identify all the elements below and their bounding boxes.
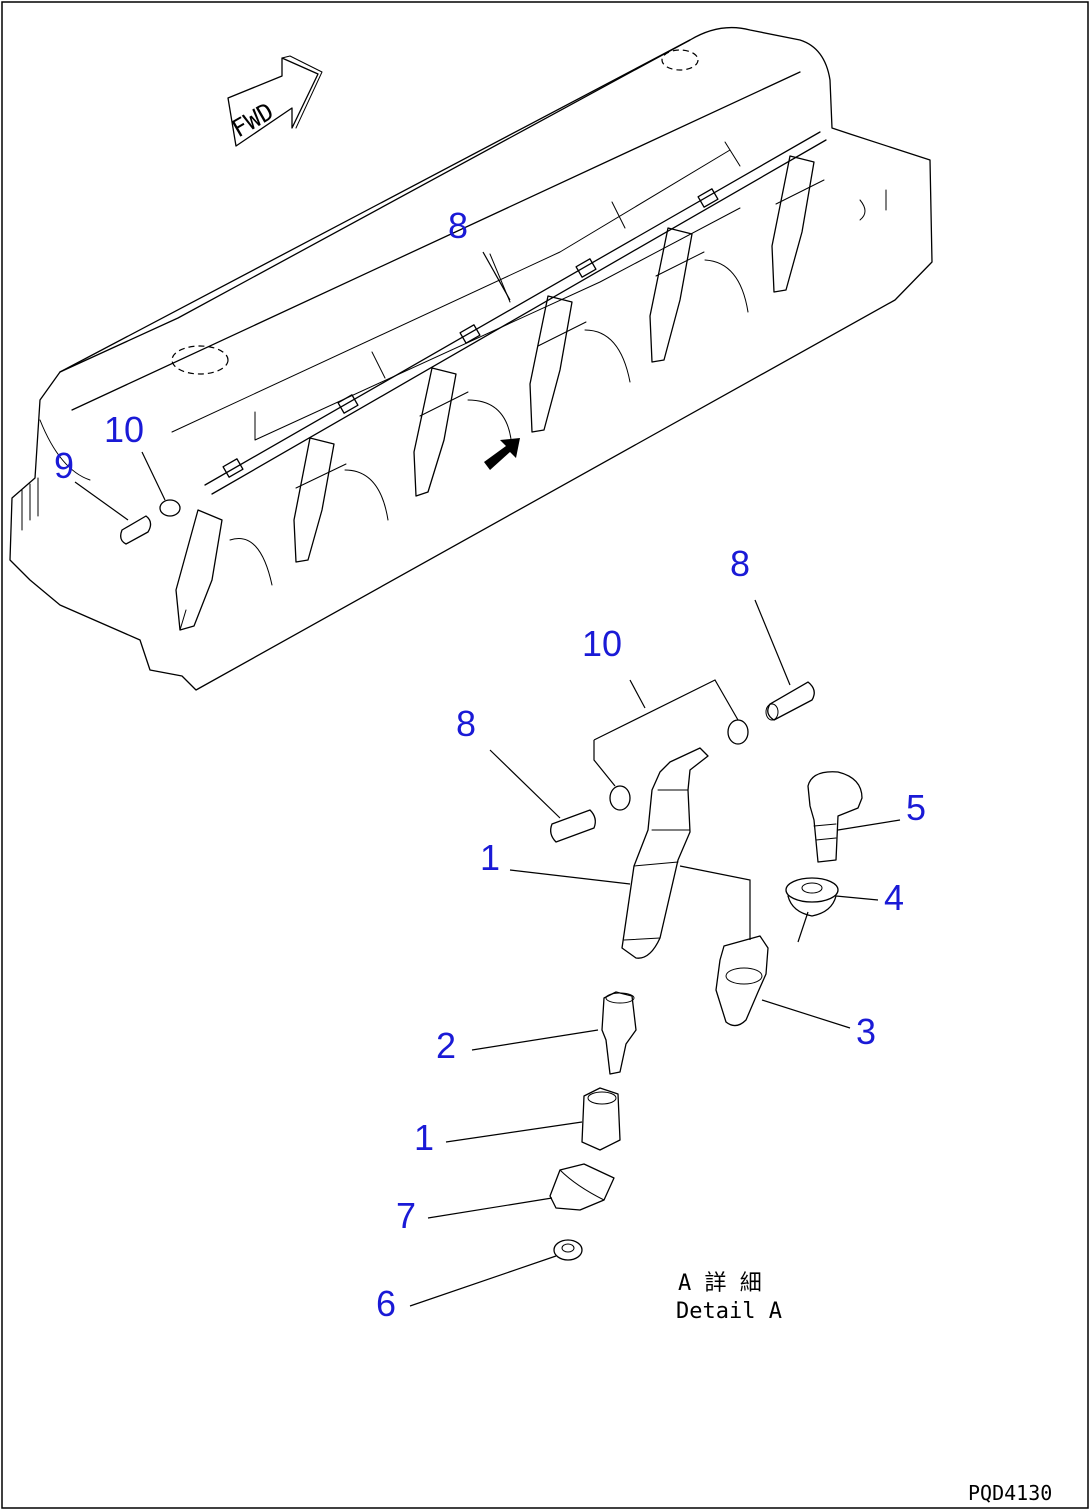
view-a-arrow [484,438,520,470]
callout-7: 7 [396,1195,416,1236]
injector-4 [529,295,573,433]
detail-leader-lines [409,599,901,1307]
part-1-injector-assembly [621,747,709,959]
callout-4: 4 [884,877,904,918]
part-10-gasket-on-engine [159,499,181,517]
part-4-washer [785,877,839,917]
callout-1-upper: 1 [480,837,500,878]
callout-10-left: 10 [104,409,144,450]
fuel-gallery-assembly [175,131,827,631]
engine-leader-lines [74,251,511,521]
callout-8-top: 8 [448,205,468,246]
callout-9: 9 [54,445,74,486]
callout-10-detail: 10 [582,623,622,664]
part-2-nozzle [601,991,637,1075]
callout-3: 3 [856,1011,876,1052]
part-3-holder [715,935,769,1027]
injector-3 [413,367,457,497]
part-8-pipe-stub-left [550,809,596,843]
callout-5: 5 [906,787,926,828]
injector-1 [175,509,223,631]
part-1-retaining-nut [581,1087,621,1151]
callout-6: 6 [376,1283,396,1324]
callout-8-right: 8 [730,543,750,584]
part-7-seat [549,1163,615,1211]
callout-1-lower: 1 [414,1117,434,1158]
drawing-code: PQD4130 [968,1481,1052,1505]
cylinder-head-cover [9,26,933,691]
detail-caption-japanese: A 詳 細 [678,1271,762,1296]
part-9-sleeve-on-engine [120,515,152,545]
detail-caption-english: Detail A [676,1299,782,1324]
injector-5 [649,227,693,363]
part-10-gaskets [593,679,749,811]
callout-2: 2 [436,1025,456,1066]
callout-8-left: 8 [456,703,476,744]
injector-6 [771,155,815,293]
part-6-washer [553,1239,583,1261]
forward-direction-arrow: FWD [227,55,323,147]
injector-2 [293,437,335,563]
part-8-pipe-stub-right [765,681,815,721]
part-5-bolt [807,771,863,863]
